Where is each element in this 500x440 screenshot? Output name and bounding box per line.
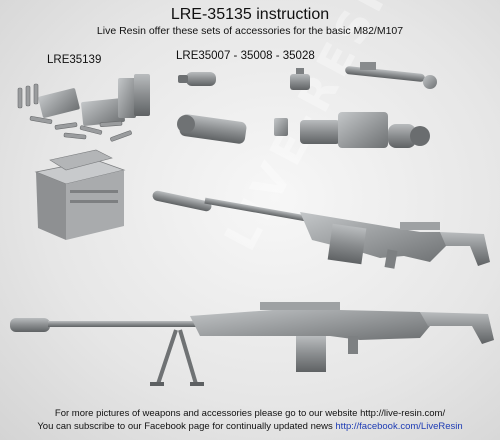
ammo-box-icon xyxy=(38,74,150,126)
footer-website-line: For more pictures of weapons and accesso… xyxy=(54,408,446,419)
ammo-can-icon xyxy=(34,149,126,240)
rifle-bipod-icon xyxy=(10,302,494,386)
cartridge-icon xyxy=(17,83,132,142)
footer-facebook-line: You can subscribe to our Facebook page f… xyxy=(0,421,500,432)
page-subtitle: Live Resin offer these sets of accessori… xyxy=(96,25,404,37)
set-label-lre35139: LRE35139 xyxy=(47,54,102,66)
rifle-scope-icon xyxy=(177,62,437,148)
footer-facebook-text: You can subscribe to our Facebook page f… xyxy=(37,421,336,432)
facebook-link[interactable]: http://facebook.com/LiveResin xyxy=(335,421,463,432)
rifle-icon xyxy=(152,190,490,269)
page-title: LRE-35135 instruction xyxy=(170,6,330,23)
set-label-lre35007: LRE35007 - 35008 - 35028 xyxy=(176,50,315,62)
